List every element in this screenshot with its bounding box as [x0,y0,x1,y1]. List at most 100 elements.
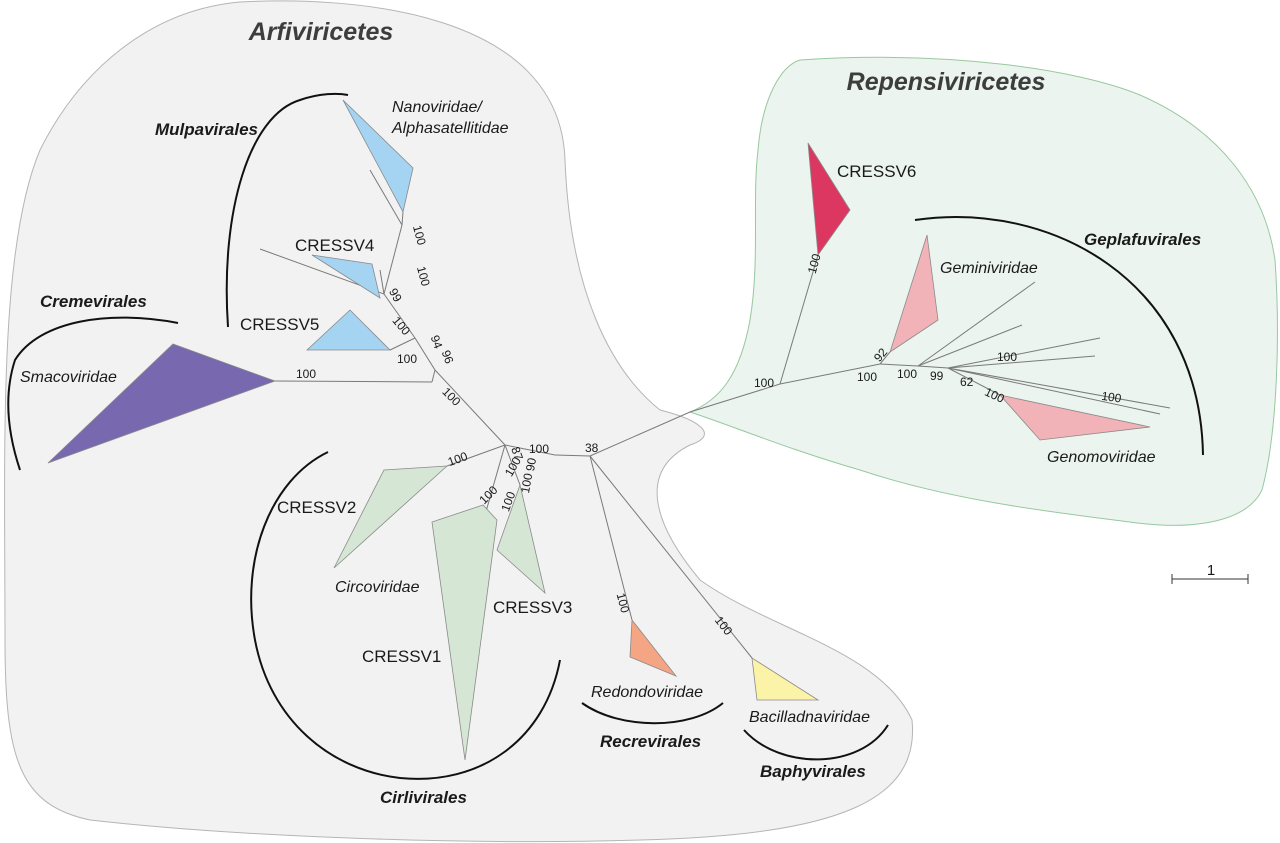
family-label-bacilladnaviridae: Bacilladnaviridae [749,709,870,726]
bootstrap-value: 62 [960,375,974,389]
clade-label-cressv4: CRESSV4 [295,236,374,255]
branch [401,211,404,226]
branch [379,269,385,295]
order-arcs [7,92,1204,780]
branch [504,444,521,486]
clade-label-cressv6: CRESSV6 [837,162,916,181]
branch [414,337,436,371]
family-label-genomoviridae: Genomoviridae [1047,449,1156,466]
branch [369,169,403,226]
branch [947,367,1001,396]
bootstrap-value: 38 [585,441,599,455]
bootstrap-value: 100 [1101,389,1123,406]
order-label-geplafuvirales: Geplafuvirales [1084,230,1201,249]
branch [504,444,556,456]
bootstrap-value: 100 [997,350,1017,364]
cressv2-triangle [333,465,449,569]
cressv1-triangle [431,504,498,761]
bootstrap-value: 100 [446,449,470,469]
branch [431,369,436,383]
branch [389,337,416,351]
bootstrap-value: 100 [518,472,535,494]
order-label-cirlivirales: Cirlivirales [380,788,467,807]
clade-label-cressv2: CRESSV2 [277,498,356,517]
family-label-nanoviridae: Nanoviridae/ [392,99,483,116]
bootstrap-value: 100 [897,367,917,381]
bootstrap-value: 100 [296,367,316,381]
branch [947,367,1161,415]
bootstrap-value: 94 [428,333,446,351]
branch [917,365,949,369]
recrevirales-arc [581,702,724,725]
branch [947,355,1096,369]
branch [879,351,891,365]
clade-label-cressv3: CRESSV3 [493,598,572,617]
order-label-cremevirales: Cremevirales [40,292,147,311]
bootstrap-value: 100 [857,370,877,384]
bootstrap-value: 90 [523,456,539,472]
geplafuvirales-arc [914,216,1204,456]
bootstrap-value: 100 [397,352,417,366]
branch [917,324,1023,367]
branch [589,383,781,457]
branch [917,281,1036,367]
order-label-recrevirales: Recrevirales [600,732,701,751]
geminiviridae-triangle [889,234,939,353]
branch [383,224,403,295]
bootstrap-value: 100 [414,265,433,288]
arfiviricetes-region [4,0,914,843]
branch [947,367,1171,409]
family-label-redondoviridae: Redondoviridae [591,684,703,701]
cressv3-triangle [496,483,546,595]
bootstrap-value: 100 [410,224,429,247]
branch [947,337,1101,369]
cressv6-triangle [807,142,851,257]
bootstrap-value: 99 [386,286,405,305]
bootstrap-value: 100 [529,442,549,456]
clade-label-cressv5: CRESSV5 [240,315,319,334]
cirlivirales-arc [250,451,561,780]
branches [259,169,1171,659]
family-label-alphasatellitidae: Alphasatellitidae [391,120,509,137]
cressv5-triangle [305,309,391,351]
genomoviridae-triangle [998,394,1151,441]
branch [383,293,416,339]
class-title-repensiviricetes: Repensiviricetes [847,68,1046,96]
order-label-baphyvirales: Baphyvirales [760,762,866,781]
redondoviridae-triangle [629,618,678,677]
branch [879,363,919,367]
family-label-circoviridae: Circoviridae [335,579,420,596]
branch [554,454,591,457]
branch [446,444,506,467]
bacilladnaviridae-triangle [751,657,820,701]
bootstrap-value: 100 [805,252,824,275]
branch [589,455,753,659]
nanoviridae-triangle [342,99,414,214]
family-label-smacoviridae: Smacoviridae [20,369,117,386]
bootstrap-value: 100 [614,591,633,614]
order-label-mulpavirales: Mulpavirales [155,120,258,139]
branch [589,455,633,621]
bootstrap-value: 100 [754,376,774,390]
family-label-geminiviridae: Geminiviridae [940,260,1038,277]
cressv4-triangle [311,254,381,299]
branch [274,380,433,383]
branch [779,254,819,385]
smacoviridae-triangle [47,343,277,464]
baphyvirales-arc [743,724,889,761]
scale-label: 1 [1207,562,1215,579]
scale-bar: 1 [1171,562,1249,584]
bootstrap-value: 87 [508,445,526,463]
branch [779,363,881,385]
clade-label-cressv1: CRESSV1 [362,647,441,666]
class-title-arfiviricetes: Arfiviricetes [248,18,394,46]
mulpavirales-arc [225,92,349,328]
repensiviricetes-region [688,56,1278,526]
bootstrap-value: 99 [930,369,944,383]
bootstrap-value: 96 [439,348,457,366]
branch [434,369,506,446]
cremevirales-arc [7,316,179,471]
bootstrap-value: 100 [498,489,518,513]
clade-triangles [47,99,1151,761]
